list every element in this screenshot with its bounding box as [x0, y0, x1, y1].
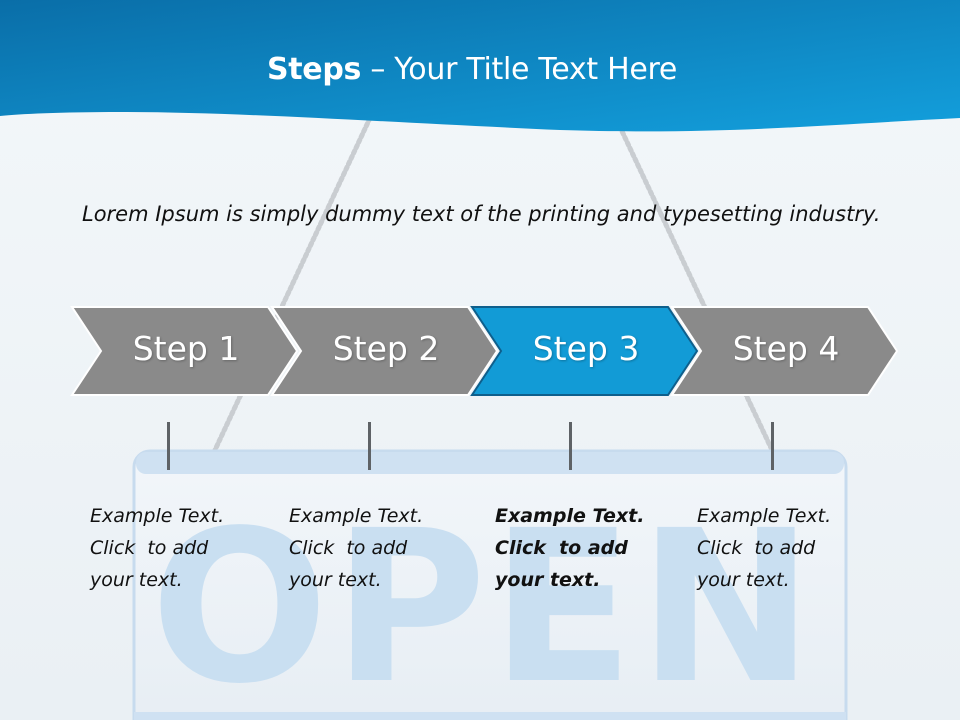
description-line: Click to add — [90, 537, 209, 559]
description-line: Example Text. — [697, 505, 832, 527]
step-description-4[interactable]: Example Text. Click to add your text. — [697, 500, 867, 596]
step-description-2[interactable]: Example Text. Click to add your text. — [289, 500, 459, 596]
step-chevron-3[interactable] — [470, 306, 699, 396]
hanging-chains — [212, 107, 775, 453]
description-line: your text. — [495, 569, 601, 591]
connector-line-4 — [771, 422, 774, 470]
open-sign: OPEN — [132, 449, 848, 720]
description-line: Example Text. — [289, 505, 424, 527]
description-line: your text. — [289, 569, 382, 591]
description-line: your text. — [90, 569, 183, 591]
step-description-1[interactable]: Example Text. Click to add your text. — [90, 500, 260, 596]
connector-line-2 — [368, 422, 371, 470]
description-line: your text. — [697, 569, 790, 591]
description-line: Click to add — [495, 537, 628, 559]
steps-process — [70, 306, 899, 396]
step-label-1: Step 1 — [132, 329, 240, 368]
step-label-4: Step 4 — [732, 329, 840, 368]
step-chevron-4[interactable] — [670, 306, 899, 396]
connector-line-3 — [569, 422, 572, 470]
connector-line-1 — [167, 422, 170, 470]
open-sign-text: OPEN — [150, 485, 818, 720]
title-bold: Steps — [266, 52, 362, 87]
slide-title[interactable]: Steps – Your Title Text Here — [0, 52, 944, 87]
description-line: Click to add — [289, 537, 408, 559]
description-line: Example Text. — [495, 505, 645, 527]
title-rest: – Your Title Text Here — [361, 52, 678, 87]
intro-text[interactable]: Lorem Ipsum is simply dummy text of the … — [82, 202, 881, 226]
step-label-2: Step 2 — [332, 329, 440, 368]
step-chevron-1[interactable] — [70, 306, 299, 396]
step-description-3[interactable]: Example Text. Click to add your text. — [495, 500, 665, 596]
description-line: Click to add — [697, 537, 816, 559]
description-line: Example Text. — [90, 505, 225, 527]
header-band — [0, 0, 960, 132]
step-label-3: Step 3 — [532, 329, 640, 368]
step-chevron-2[interactable] — [270, 306, 499, 396]
